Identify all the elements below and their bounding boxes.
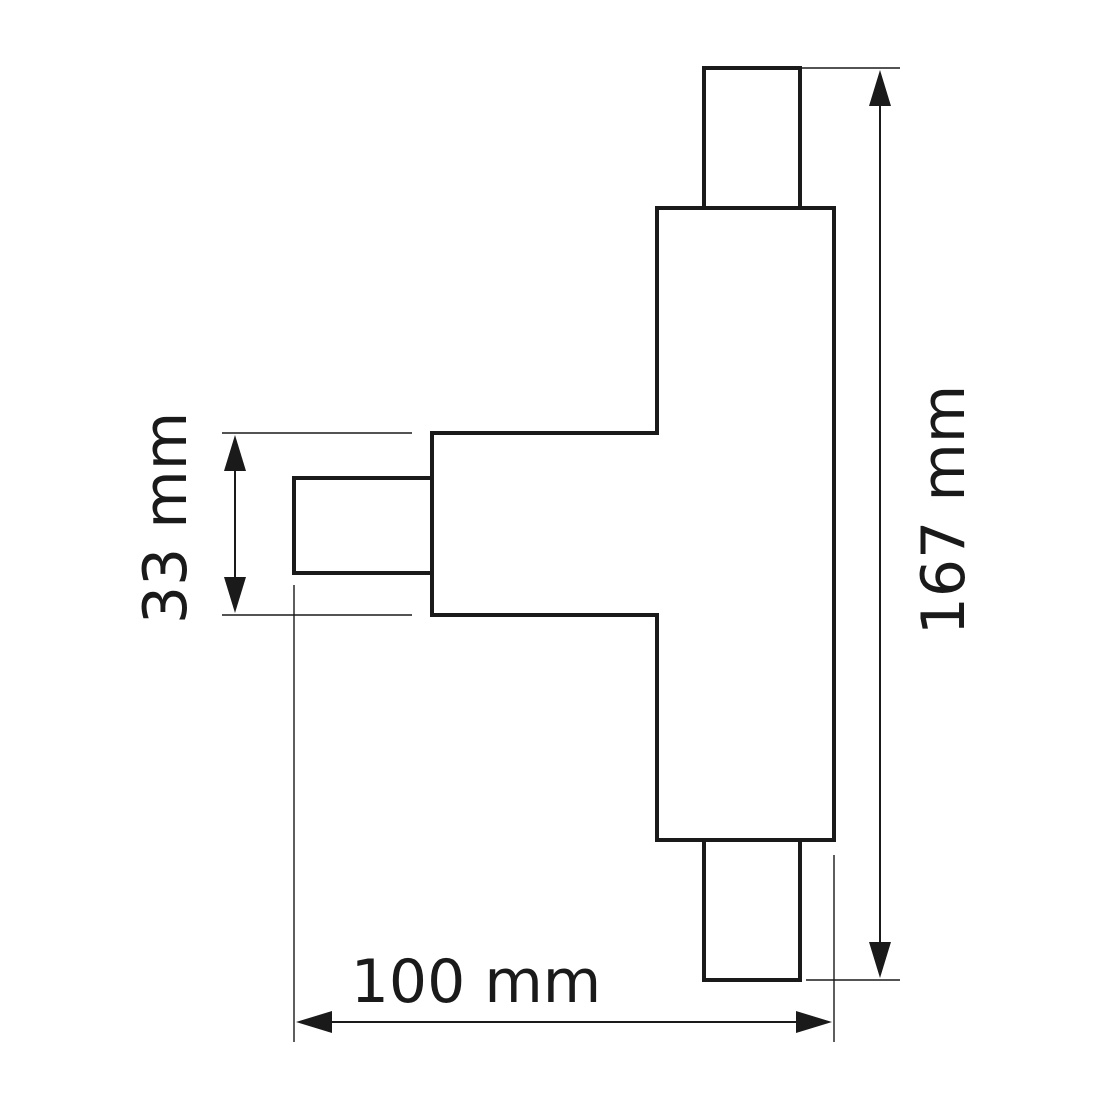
width-dimension [296, 1011, 832, 1033]
top-plug [702, 66, 802, 208]
height-arrow-bottom [869, 942, 891, 978]
height-label: 167 mm [909, 385, 979, 636]
left-height-arrow-top [224, 435, 246, 471]
width-arrow-right [796, 1011, 832, 1033]
bottom-plug [702, 840, 802, 982]
left-plug [292, 476, 432, 575]
height-arrow-top [869, 70, 891, 106]
height-dimension [869, 70, 891, 978]
left-height-dimension [224, 435, 246, 613]
width-label: 100 mm [351, 947, 602, 1017]
t-body-outline [430, 206, 836, 842]
left-height-arrow-bottom [224, 577, 246, 613]
left-height-label: 33 mm [131, 412, 201, 624]
width-arrow-left [296, 1011, 332, 1033]
